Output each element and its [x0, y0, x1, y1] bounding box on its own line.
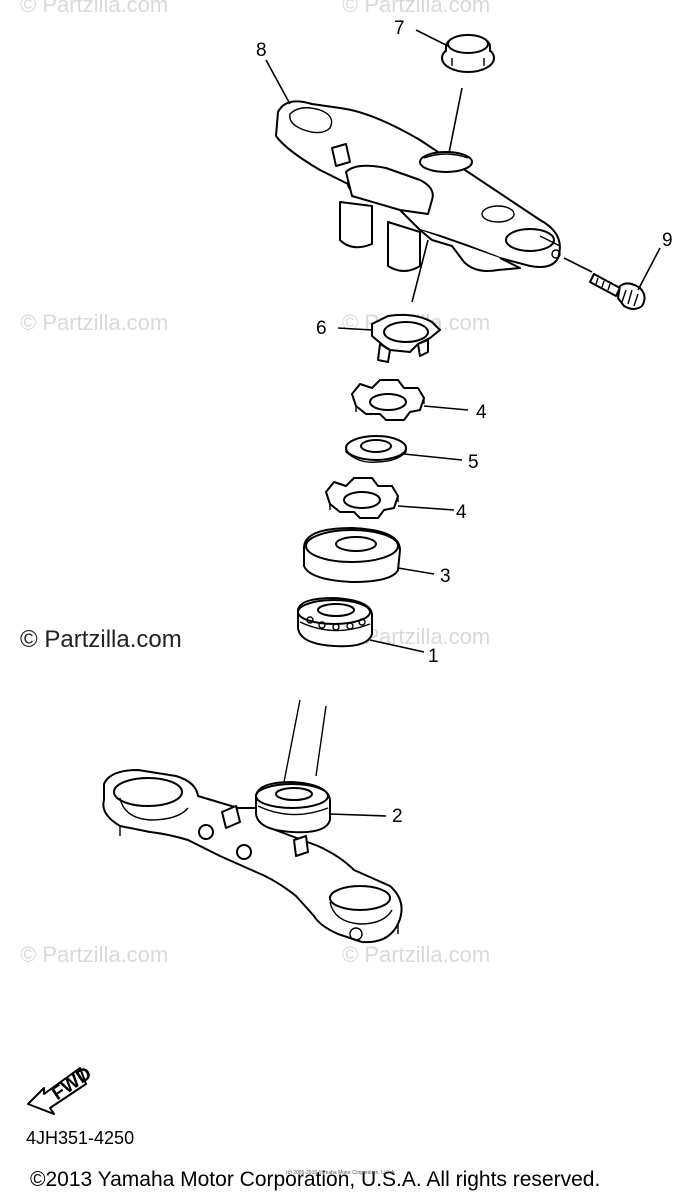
callout-7: 7	[394, 18, 405, 39]
svg-text:FWD: FWD	[48, 1063, 96, 1105]
leader-line-3	[397, 567, 435, 575]
watermark: © Partzilla.com	[342, 942, 491, 967]
callout-1: 1	[428, 646, 439, 667]
diagram-code: 4JH351-4250	[26, 1128, 135, 1148]
leader-line-7	[415, 29, 449, 47]
upper-bracket-part-8	[275, 100, 561, 272]
watermark: © Partzilla.com	[20, 0, 169, 17]
leader-line-1	[369, 639, 425, 653]
callout-5: 5	[468, 452, 479, 473]
callout-8: 8	[256, 40, 267, 61]
callout-3: 3	[440, 566, 451, 587]
watermark: © Partzilla.com	[20, 310, 169, 335]
leader-line-4-lower	[397, 505, 455, 511]
callout-4-upper: 4	[476, 402, 487, 423]
lower-bracket	[102, 769, 403, 944]
bearing-part-1	[297, 597, 373, 648]
bearing-part-2	[255, 781, 331, 834]
lock-washer-part-6	[371, 313, 441, 363]
washer-part-5	[345, 435, 407, 463]
leader-line-6	[337, 327, 373, 331]
bolt-part-9	[589, 273, 646, 310]
guide-line-8	[411, 239, 429, 303]
ring-nut-part-4-lower	[325, 477, 399, 519]
leader-line-8	[265, 59, 291, 105]
bearing-cover-part-3	[303, 527, 401, 583]
forward-arrow-icon: FWD	[27, 1063, 96, 1115]
watermark-prominent: © Partzilla.com	[20, 626, 182, 653]
callout-6: 6	[316, 318, 327, 339]
leader-line-4-upper	[423, 405, 469, 411]
guide-line-7	[447, 87, 463, 159]
leader-line-2	[329, 813, 387, 817]
steering-stem	[283, 699, 327, 783]
callout-4-lower: 4	[456, 502, 467, 523]
cap-nut-part-7	[441, 34, 495, 73]
leader-line-5	[403, 453, 463, 461]
copyright-notice: ©2013 Yamaha Motor Corporation, U.S.A. A…	[30, 1168, 601, 1191]
watermark: © Partzilla.com	[342, 0, 491, 17]
ring-nut-part-4-upper	[351, 379, 425, 421]
watermark: © Partzilla.com	[20, 942, 169, 967]
fine-print: (c) 2005-2016 Yamaha Motor Corporation, …	[286, 1170, 396, 1176]
leader-line-9	[637, 247, 661, 291]
callout-9: 9	[662, 230, 673, 251]
callout-2: 2	[392, 806, 403, 827]
guide-line-9	[563, 257, 593, 273]
